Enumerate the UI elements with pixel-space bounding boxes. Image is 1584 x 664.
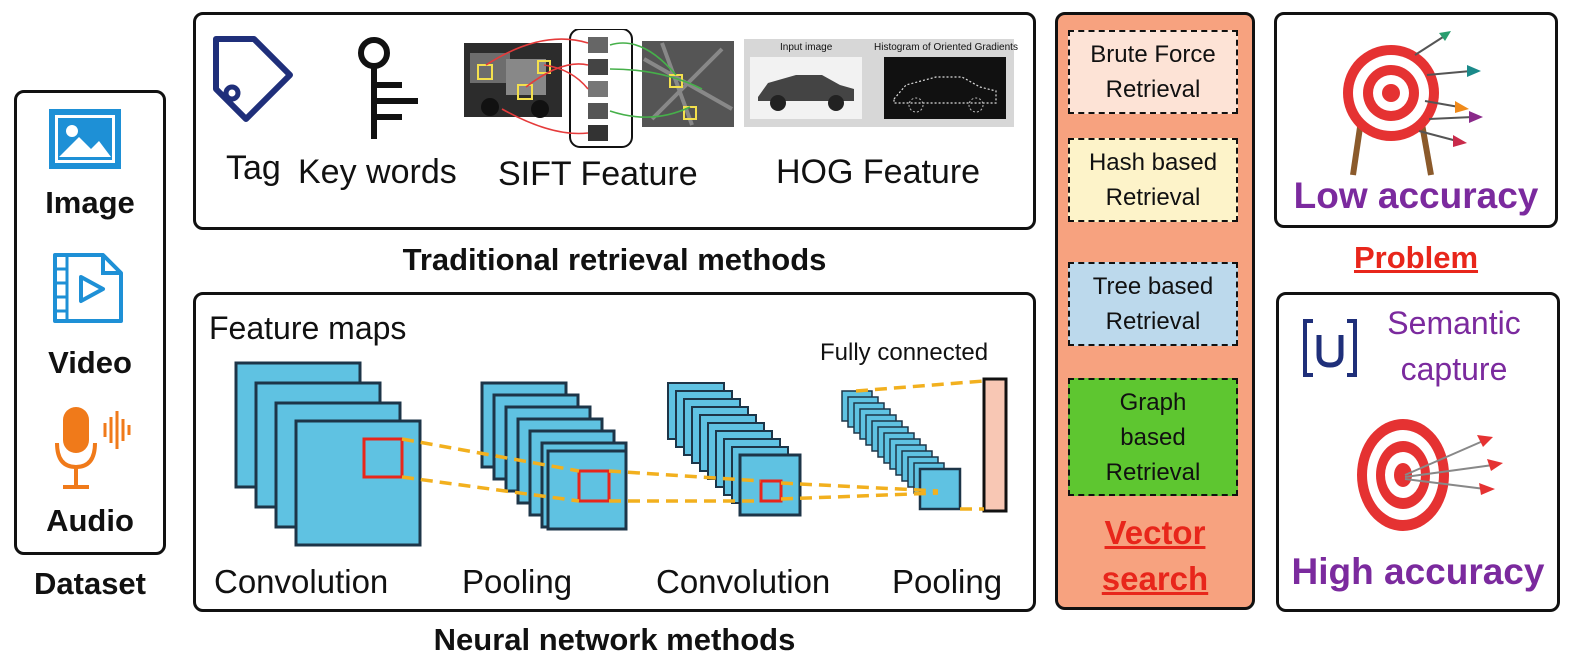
key-icon bbox=[358, 37, 418, 139]
neural-caption: Neural network methods bbox=[433, 622, 796, 657]
hog-histogram-image bbox=[884, 57, 1006, 119]
vector-search-title-line2: search bbox=[1101, 560, 1209, 597]
dataset-audio-label: Audio bbox=[46, 503, 134, 538]
stage-pooling-1: Pooling bbox=[462, 563, 573, 600]
hog-car-image bbox=[750, 57, 862, 119]
video-icon bbox=[53, 253, 123, 323]
target-hit-icon bbox=[1357, 419, 1503, 531]
dataset-panel: Image Video Audio bbox=[14, 90, 166, 555]
problem-label: Problem bbox=[1353, 240, 1479, 275]
semantic-brackets-icon bbox=[1303, 319, 1357, 377]
hog-input-label: Input image bbox=[780, 42, 833, 53]
stage-pooling-2: Pooling bbox=[892, 563, 1003, 600]
dataset-image-label: Image bbox=[45, 185, 135, 220]
low-accuracy-label: Low accuracy bbox=[1293, 175, 1539, 216]
sift-illustration bbox=[464, 29, 734, 148]
image-icon bbox=[49, 109, 121, 169]
keywords-label: Key words bbox=[298, 153, 457, 191]
sift-label: SIFT Feature bbox=[498, 155, 698, 193]
cnn-diagram bbox=[234, 361, 1008, 547]
solution-panel: Semantic capture High accuracy bbox=[1276, 292, 1560, 612]
audio-icon bbox=[55, 407, 131, 489]
hog-hist-label: Histogram of Oriented Gradients bbox=[874, 42, 1018, 53]
dataset-caption: Dataset bbox=[34, 566, 146, 601]
target-missed-icon bbox=[1343, 31, 1483, 176]
problem-panel: Low accuracy bbox=[1274, 12, 1558, 228]
high-accuracy-label: High accuracy bbox=[1291, 551, 1545, 592]
projection-lines bbox=[401, 379, 985, 511]
stage-convolution-1: Convolution bbox=[214, 563, 389, 600]
hog-label: HOG Feature bbox=[776, 153, 981, 191]
traditional-panel: Tag Key words SIFT Feature bbox=[193, 12, 1036, 230]
pool2-stack bbox=[841, 390, 962, 511]
tag-icon bbox=[213, 36, 293, 122]
tag-label: Tag bbox=[226, 149, 281, 187]
traditional-caption: Traditional retrieval methods bbox=[402, 242, 827, 277]
conv2-stack bbox=[667, 382, 802, 517]
hog-illustration: Input image Histogram of Oriented Gradie… bbox=[744, 39, 1018, 127]
semantic-label-line2: capture bbox=[1400, 351, 1508, 387]
neural-panel: Feature maps Fully connected bbox=[193, 292, 1036, 612]
feature-maps-label: Feature maps bbox=[209, 310, 407, 346]
dataset-video-label: Video bbox=[48, 345, 132, 380]
fully-connected-bar bbox=[982, 377, 1008, 513]
conv1-stack bbox=[234, 361, 422, 547]
fully-connected-label: Fully connected bbox=[820, 339, 989, 366]
semantic-label-line1: Semantic bbox=[1387, 305, 1521, 341]
stage-convolution-2: Convolution bbox=[656, 563, 831, 600]
vector-search-title-line1: Vector bbox=[1104, 514, 1206, 551]
